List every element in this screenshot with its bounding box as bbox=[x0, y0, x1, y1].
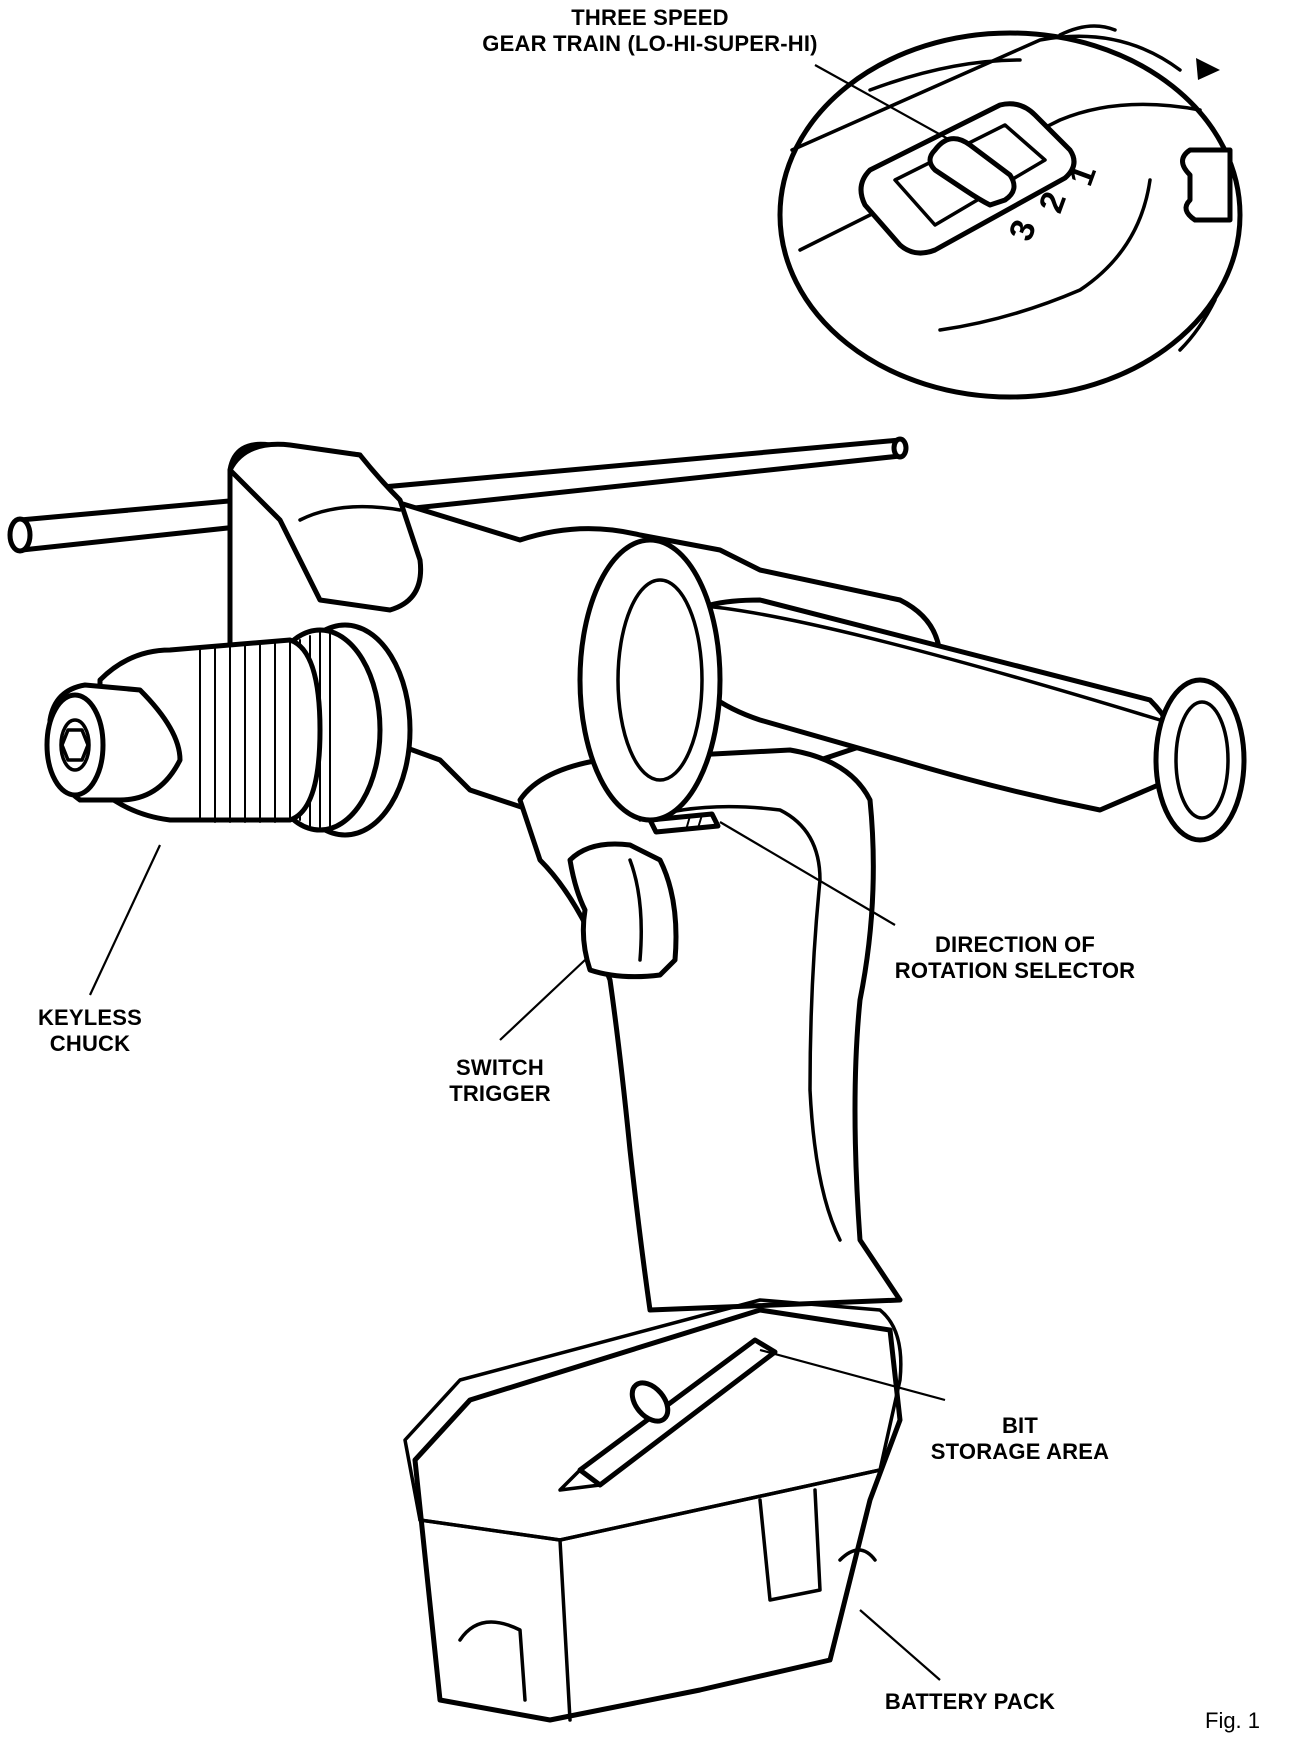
gear-position-2: 2 bbox=[1032, 187, 1074, 218]
leader-keyless-chuck bbox=[89, 844, 161, 996]
label-direction-selector-line-2: ROTATION SELECTOR bbox=[894, 958, 1136, 983]
label-keyless-chuck-line-1: KEYLESS bbox=[37, 1005, 143, 1030]
leader-battery-pack bbox=[859, 1609, 941, 1681]
label-switch-trigger-line-1: SWITCH bbox=[456, 1055, 544, 1080]
leader-gear-train bbox=[814, 64, 951, 141]
leader-bit-storage bbox=[759, 1348, 946, 1402]
label-direction-selector-line-1: DIRECTION OF bbox=[934, 932, 1096, 957]
side-handle-end-cap bbox=[1153, 677, 1247, 843]
label-direction-selector: DIRECTION OF ROTATION SELECTOR bbox=[890, 932, 1140, 984]
label-bit-storage-line-1: BIT bbox=[1001, 1413, 1039, 1438]
figure-label: Fig. 1 bbox=[1205, 1708, 1261, 1733]
leader-switch-trigger bbox=[499, 959, 586, 1041]
drill-body bbox=[7, 436, 1247, 1723]
leader-lines bbox=[89, 64, 951, 1681]
leader-direction-selector bbox=[719, 821, 896, 926]
label-switch-trigger-line-2: TRIGGER bbox=[449, 1081, 551, 1106]
label-gear-train: THREE SPEED GEAR TRAIN (LO-HI-SUPER-HI) bbox=[445, 5, 855, 57]
arrow-icon bbox=[1196, 58, 1220, 80]
label-keyless-chuck-line-2: CHUCK bbox=[49, 1031, 131, 1056]
label-bit-storage-line-2: STORAGE AREA bbox=[930, 1439, 1110, 1464]
gear-position-3: 3 bbox=[1002, 215, 1044, 246]
pistol-grip bbox=[517, 747, 903, 1313]
label-bit-storage: BIT STORAGE AREA bbox=[920, 1413, 1120, 1465]
side-handle bbox=[677, 597, 1180, 813]
label-gear-train-line-2: GEAR TRAIN (LO-HI-SUPER-HI) bbox=[482, 31, 818, 56]
switch-trigger bbox=[567, 841, 679, 980]
label-switch-trigger: SWITCH TRIGGER bbox=[430, 1055, 570, 1107]
label-keyless-chuck: KEYLESS CHUCK bbox=[20, 1005, 160, 1057]
gear-position-1: 1 bbox=[1062, 160, 1104, 191]
gear-selector-detail-inset: 1 2 3 bbox=[777, 24, 1243, 400]
label-battery-pack: BATTERY PACK bbox=[884, 1689, 1056, 1714]
label-gear-train-line-1: THREE SPEED bbox=[571, 5, 729, 30]
battery-pack-body bbox=[403, 1298, 903, 1723]
